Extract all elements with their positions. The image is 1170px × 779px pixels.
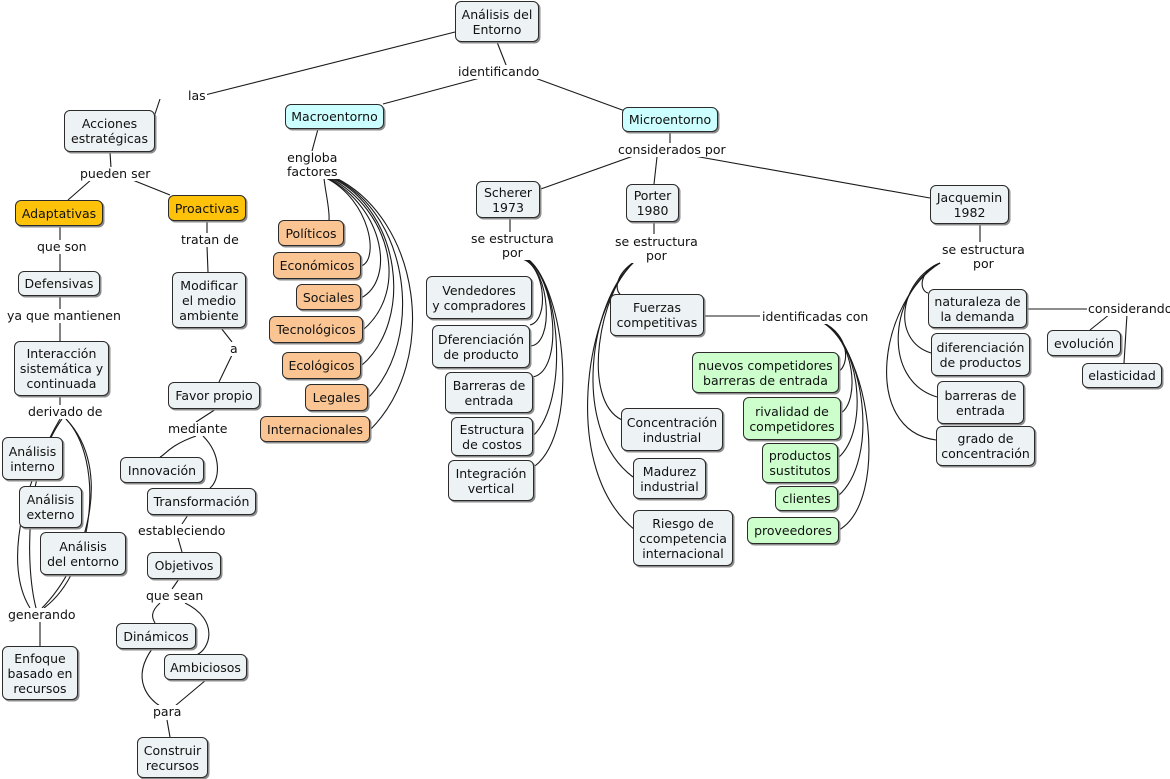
node-fuerzas[interactable]: Fuerzas competitivas <box>610 294 704 336</box>
link-label-identificando: identificando <box>457 64 541 79</box>
node-ecologicos[interactable]: Ecológicos <box>282 352 361 379</box>
node-internacionales[interactable]: Internacionales <box>260 416 370 442</box>
node-riesgo[interactable]: Riesgo de ccompetencia internacional <box>633 510 733 566</box>
link-label-se-estructura-jacquemin: se estructura por <box>941 242 1026 271</box>
node-madurez[interactable]: Madurez industrial <box>633 458 706 499</box>
node-sustitutos[interactable]: productos sustitutos <box>762 443 838 483</box>
node-sociales[interactable]: Sociales <box>296 284 361 310</box>
node-naturaleza[interactable]: naturaleza de la demanda <box>928 289 1027 328</box>
link-label-se-estructura-scherer: se estructura por <box>470 231 555 260</box>
node-modificar[interactable]: Modificar el medio ambiente <box>172 272 246 328</box>
link-label-que-sean: que sean <box>145 588 205 603</box>
node-analisis-interno[interactable]: Análisis interno <box>2 437 63 480</box>
node-integracion[interactable]: Integración vertical <box>448 460 534 501</box>
node-porter[interactable]: Porter 1980 <box>626 184 679 222</box>
link-label-estableciendo: estableciendo <box>137 523 227 538</box>
node-nuevos[interactable]: nuevos competidores barreras de entrada <box>692 352 839 393</box>
node-acciones-estrategicas[interactable]: Acciones estratégicas <box>64 110 155 152</box>
node-dferenciacion[interactable]: Dferenciación de producto <box>432 325 530 368</box>
link-label-las: las <box>187 88 207 103</box>
link-label-mediante: mediante <box>167 421 229 436</box>
link-label-a: a <box>229 341 239 356</box>
node-analisis-del-entorno-2[interactable]: Análisis del entorno <box>40 532 126 575</box>
node-objetivos[interactable]: Objetivos <box>147 552 221 579</box>
node-macroentorno[interactable]: Macroentorno <box>285 104 384 129</box>
node-barreras-scherer[interactable]: Barreras de entrada <box>445 372 533 413</box>
node-innovacion[interactable]: Innovación <box>120 457 204 483</box>
node-enfoque[interactable]: Enfoque basado en recursos <box>2 646 78 700</box>
link-label-generando: generando <box>7 607 77 622</box>
node-politicos[interactable]: Políticos <box>278 220 344 246</box>
node-evolucion[interactable]: evolución <box>1047 330 1121 356</box>
node-dinamicos[interactable]: Dinámicos <box>116 623 196 649</box>
node-analisis-externo[interactable]: Análisis externo <box>19 486 82 528</box>
node-proactivas[interactable]: Proactivas <box>168 195 246 221</box>
node-scherer[interactable]: Scherer 1973 <box>476 181 540 218</box>
node-microentorno[interactable]: Microentorno <box>622 107 718 132</box>
node-vendedores[interactable]: Vendedores y compradores <box>426 276 532 319</box>
node-proveedores[interactable]: proveedores <box>747 517 839 544</box>
node-legales[interactable]: Legales <box>305 384 368 411</box>
link-label-para: para <box>152 704 183 719</box>
node-transformacion[interactable]: Transformación <box>147 488 256 515</box>
link-label-que-son: que son <box>36 239 88 254</box>
node-ambiciosos[interactable]: Ambiciosos <box>164 654 247 680</box>
node-interaccion[interactable]: Interacción sistemática y continuada <box>14 341 109 396</box>
node-rivalidad[interactable]: rivalidad de competidores <box>743 397 841 440</box>
node-concentracion[interactable]: Concentración industrial <box>621 408 723 451</box>
node-diferenciacion-productos[interactable]: diferenciación de productos <box>931 333 1030 376</box>
node-estructura-costos[interactable]: Estructura de costos <box>451 417 533 456</box>
link-label-considerados-por: considerados por <box>617 142 727 157</box>
link-label-tratan-de: tratan de <box>180 232 240 247</box>
node-grado[interactable]: grado de concentración <box>936 426 1035 466</box>
node-analisis-del-entorno[interactable]: Análisis del Entorno <box>455 1 539 42</box>
link-label-considerando: considerando <box>1087 302 1170 316</box>
node-construir-recursos[interactable]: Construir recursos <box>137 737 208 778</box>
node-economicos[interactable]: Económicos <box>273 252 361 279</box>
link-label-derivado-de: derivado de <box>27 404 104 419</box>
link-label-pueden-ser: pueden ser <box>79 166 152 181</box>
link-label-identificadas-con: identificadas con <box>761 309 870 324</box>
link-label-engloba-factores: engloba factores <box>286 150 339 179</box>
node-jacquemin[interactable]: Jacquemin 1982 <box>930 185 1009 224</box>
node-defensivas[interactable]: Defensivas <box>18 271 100 296</box>
node-tecnologicos[interactable]: Tecnológicos <box>269 316 363 343</box>
node-elasticidad[interactable]: elasticidad <box>1082 363 1162 388</box>
link-label-ya-que-mantienen: ya que mantienen <box>6 308 122 323</box>
link-label-se-estructura-porter: se estructura por <box>614 234 699 263</box>
node-adaptativas[interactable]: Adaptativas <box>15 200 103 226</box>
node-barreras-jacquemin[interactable]: barreras de entrada <box>937 381 1024 424</box>
node-clientes[interactable]: clientes <box>775 486 838 511</box>
node-favor-propio[interactable]: Favor propio <box>168 382 260 409</box>
